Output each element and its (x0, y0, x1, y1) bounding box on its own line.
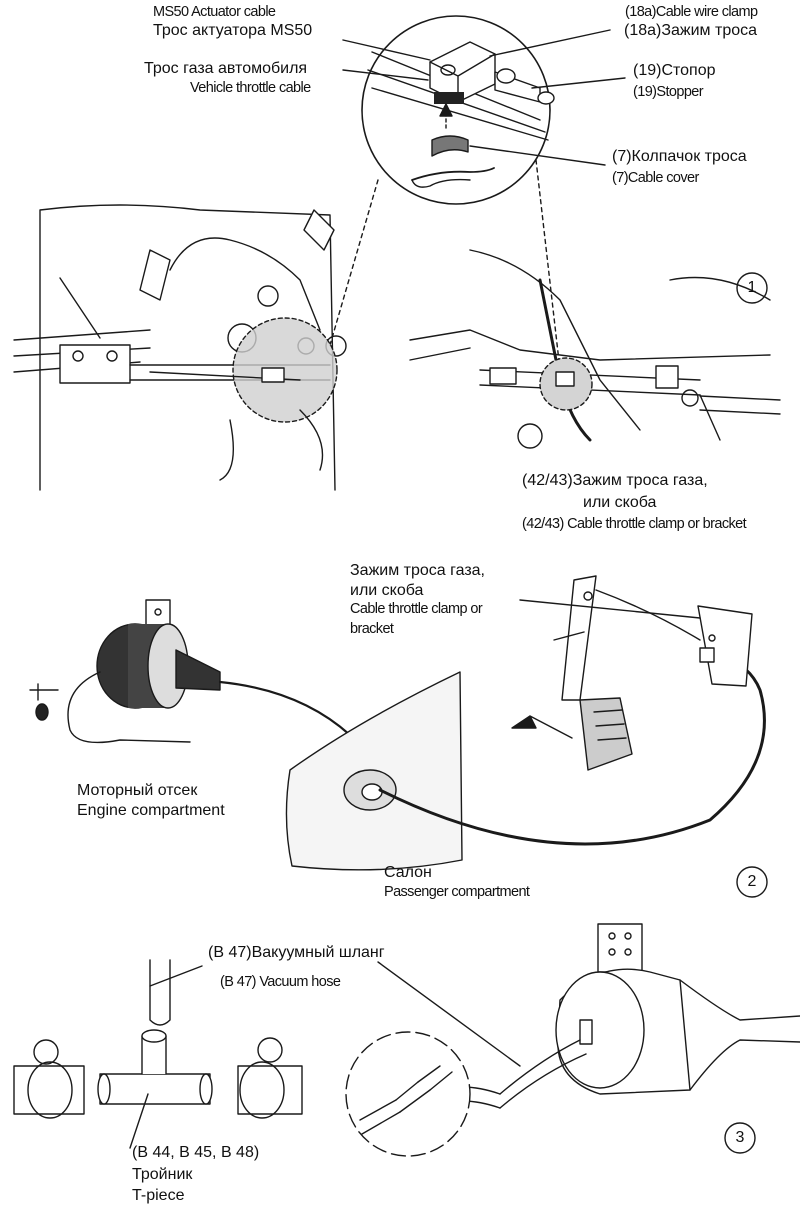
stopper-label-ru: (19)Стопор (633, 62, 716, 79)
panel-number-1-badge (736, 272, 768, 304)
engine-bay-view (13, 204, 347, 491)
pedal-clamp-label-ru-2: или скоба (350, 582, 424, 599)
vacuum-pump (555, 923, 800, 1095)
t-piece-codes-label: (B 44, B 45, B 48) (132, 1144, 260, 1161)
panel-number-3-badge (724, 1122, 756, 1154)
actuator-unit (29, 599, 221, 744)
throttle-clamp-label-en: (42/43) Cable throttle clamp or bracket (522, 516, 747, 532)
hose-clamp-left (13, 1039, 85, 1119)
pedal-box-view (409, 249, 781, 449)
pedal-clamp-label-en-2: bracket (350, 621, 394, 637)
panel-number-2-badge (736, 866, 768, 898)
cable-cover-label-en: (7)Cable cover (612, 170, 699, 186)
throttle-clamp-label-ru-1: (42/43)Зажим троса газа, (522, 472, 708, 489)
stopper-label-en: (19)Stopper (633, 84, 704, 100)
pedal-clamp-label-ru-1: Зажим троса газа, (350, 562, 485, 579)
t-piece (97, 1029, 213, 1105)
pedal-clamp-label-en-1: Cable throttle clamp or (350, 601, 483, 617)
t-piece-label-ru: Тройник (132, 1166, 193, 1183)
panel-number-3: 3 (735, 1129, 745, 1146)
passenger-compartment-label-en: Passenger compartment (384, 884, 530, 900)
ms50-cable-label-en: MS50 Actuator cable (153, 4, 276, 20)
passenger-compartment-label-ru: Салон (384, 864, 432, 881)
ms50-cable-label-ru: Трос актуатора MS50 (153, 22, 313, 39)
engine-compartment-label-en: Engine compartment (77, 802, 225, 819)
engine-compartment-label-ru: Моторный отсек (77, 782, 198, 799)
hose-clamp-right (237, 1037, 303, 1119)
panel-number-2: 2 (747, 873, 757, 890)
panel-number-1: 1 (747, 279, 757, 296)
wire-clamp-label-ru: (18a)Зажим троса (624, 22, 758, 39)
wire-clamp-label-en: (18a)Cable wire clamp (625, 4, 758, 20)
vehicle-cable-label-ru: Трос газа автомобиля (144, 60, 308, 77)
vehicle-cable-label-en: Vehicle throttle cable (190, 80, 311, 96)
cable-cover-label-ru: (7)Колпачок троса (612, 148, 747, 165)
throttle-clamp-label-ru-2: или скоба (583, 494, 657, 511)
vacuum-hose-label-en: (B 47) Vacuum hose (220, 974, 341, 990)
t-piece-label-en: T-piece (132, 1187, 185, 1204)
vacuum-hose-label-ru: (B 47)Вакуумный шланг (208, 944, 385, 961)
detail-magnifier (329, 15, 561, 371)
